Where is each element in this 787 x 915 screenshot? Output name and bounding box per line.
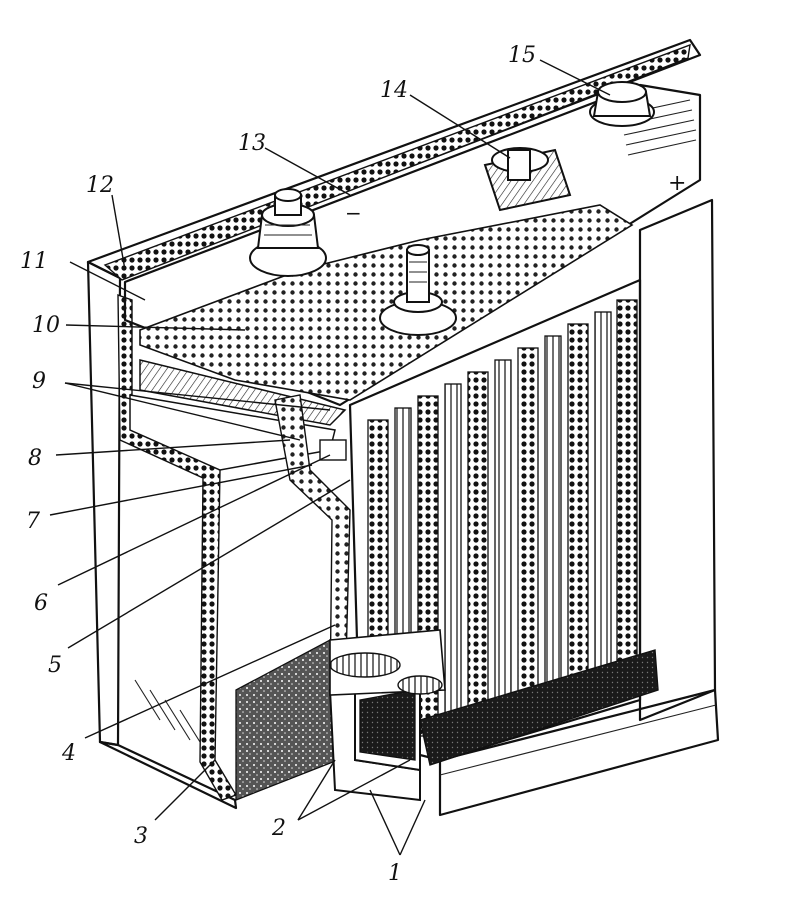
callout-1: 1 — [388, 861, 402, 886]
positive-sign: + — [668, 171, 686, 196]
terminal-negative — [249, 188, 327, 277]
callout-11: 11 — [20, 249, 48, 274]
terminal-post — [379, 244, 457, 336]
terminal-positive-rear — [589, 81, 655, 127]
callout-3: 3 — [134, 824, 148, 849]
negative-sign: − — [345, 201, 362, 225]
callout-9: 9 — [32, 369, 46, 394]
leader-lines — [49, 59, 611, 856]
callout-4: 4 — [61, 741, 76, 766]
callout-labels: 1 2 3 4 5 6 7 8 9 10 11 12 13 14 15 — [20, 43, 536, 886]
callout-12: 12 — [86, 173, 114, 198]
callout-10: 10 — [32, 313, 60, 338]
vent-plug — [483, 147, 572, 212]
bridge-strap — [129, 359, 351, 701]
callout-13: 13 — [238, 131, 266, 156]
callout-5: 5 — [48, 653, 62, 678]
callout-2: 2 — [271, 816, 286, 841]
callout-15: 15 — [508, 43, 536, 68]
callout-14: 14 — [380, 78, 408, 103]
battery-case — [86, 38, 720, 817]
callout-6: 6 — [34, 591, 48, 616]
callout-7: 7 — [26, 509, 40, 534]
bottom-ribs — [235, 629, 446, 802]
callout-8: 8 — [28, 446, 42, 471]
